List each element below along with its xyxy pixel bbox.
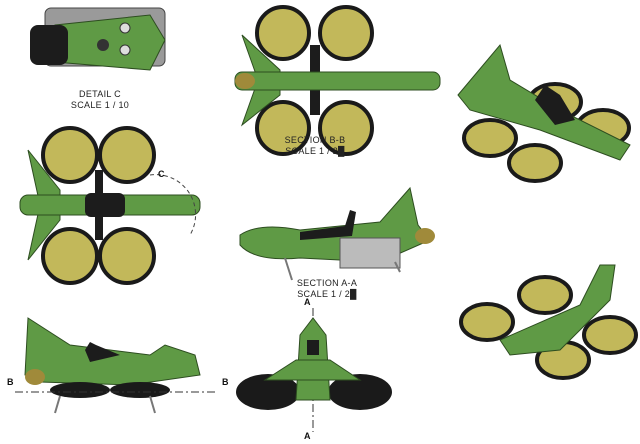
side-view <box>15 317 215 414</box>
section-bb-view <box>234 5 441 156</box>
section-aa-title: SECTION A-A <box>296 278 358 288</box>
top-view <box>19 126 201 285</box>
fan <box>41 227 99 285</box>
detail-c-title: DETAIL C <box>79 89 121 99</box>
section-a-marker-bottom: A <box>304 431 311 441</box>
isometric-view-top <box>457 43 631 183</box>
detail-c-marker: C <box>158 169 165 179</box>
front-view <box>236 308 392 432</box>
section-aa-scale: SCALE 1 / 2█ <box>297 289 357 299</box>
section-b-marker-left: B <box>7 377 14 387</box>
section-aa-view <box>239 186 435 281</box>
fan <box>98 227 156 285</box>
section-a-marker-top: A <box>304 297 311 307</box>
section-b-marker-right: B <box>222 377 229 387</box>
section-bb-scale: SCALE 1 / 2█ <box>285 146 345 156</box>
detail-c-view <box>30 7 166 71</box>
section-aa-label: SECTION A-A SCALE 1 / 2█ <box>277 278 377 300</box>
fan <box>41 126 99 184</box>
fan <box>98 126 156 184</box>
isometric-view-bottom <box>459 264 638 380</box>
detail-c-label: DETAIL C SCALE 1 / 10 <box>50 89 150 111</box>
section-bb-title: SECTION B-B <box>284 135 346 145</box>
detail-c-scale: SCALE 1 / 10 <box>70 100 130 110</box>
section-bb-label: SECTION B-B SCALE 1 / 2█ <box>265 135 365 157</box>
